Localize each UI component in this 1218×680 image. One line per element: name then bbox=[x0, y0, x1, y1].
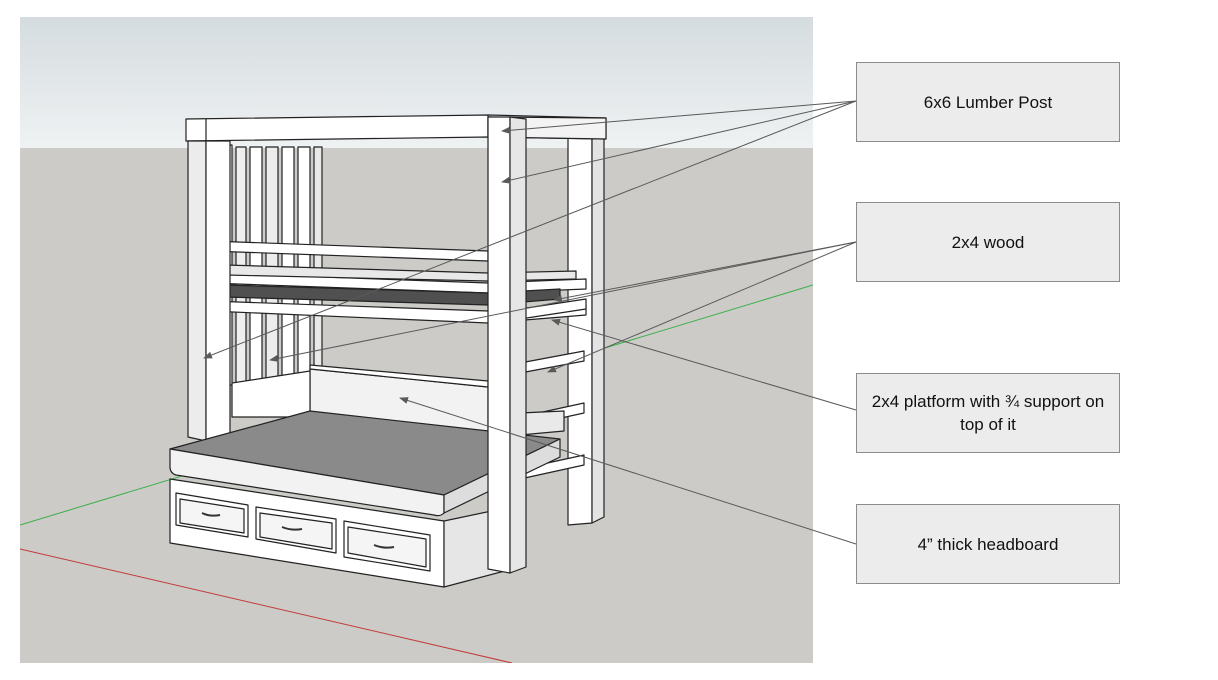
callout-lumber-post-text: 6x6 Lumber Post bbox=[923, 92, 1053, 112]
drawer-middle bbox=[255, 506, 337, 554]
callout-platform-text: 2x4 platform with ¾ support on top of it bbox=[871, 392, 1105, 434]
model-viewport bbox=[20, 17, 813, 663]
callout-2x4-wood: 2x4 wood bbox=[856, 202, 1120, 282]
leader-lumber-3 bbox=[203, 100, 857, 359]
drawer-left bbox=[175, 492, 249, 538]
leader-wood-3 bbox=[547, 241, 857, 373]
lower-mattress bbox=[169, 410, 561, 517]
ladder-rungs bbox=[519, 298, 587, 480]
callout-2x4-wood-text: 2x4 wood bbox=[951, 232, 1025, 252]
bed-base bbox=[169, 478, 521, 588]
leader-wood-1 bbox=[269, 241, 857, 362]
callout-platform: 2x4 platform with ¾ support on top of it bbox=[856, 373, 1120, 453]
drawer-right bbox=[343, 520, 431, 572]
leader-lumber-1 bbox=[501, 100, 857, 134]
leader-wood-2 bbox=[553, 241, 857, 302]
right-front-post bbox=[487, 116, 527, 574]
callout-headboard: 4” thick headboard bbox=[856, 504, 1120, 584]
right-back-post bbox=[567, 118, 605, 526]
bunk-bed-model bbox=[20, 17, 813, 663]
leader-lumber-2 bbox=[501, 100, 857, 184]
callout-headboard-text: 4” thick headboard bbox=[917, 534, 1059, 554]
leader-platform bbox=[551, 318, 857, 411]
red-axis bbox=[20, 548, 513, 663]
callout-lumber-post: 6x6 Lumber Post bbox=[856, 62, 1120, 142]
leader-headboard bbox=[399, 397, 857, 545]
